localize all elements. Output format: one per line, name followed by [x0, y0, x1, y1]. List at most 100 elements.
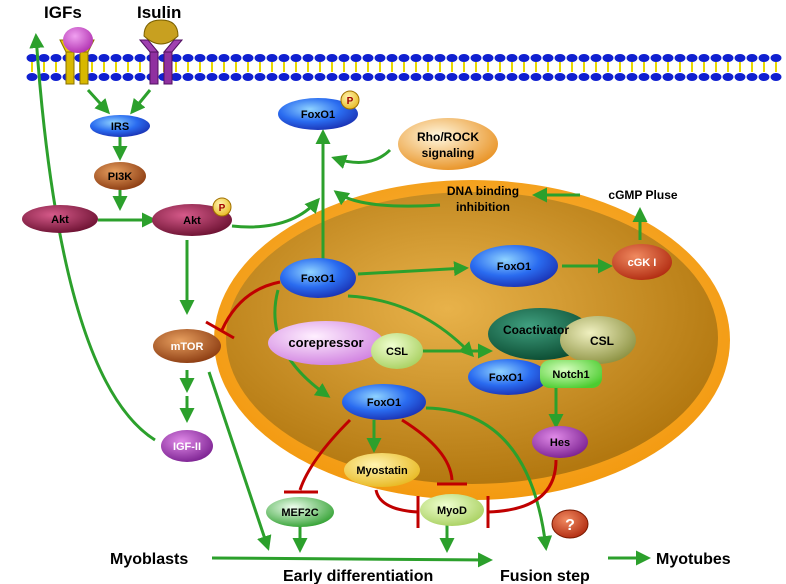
lipid-head-inner	[686, 73, 698, 81]
phospho-badge	[212, 197, 232, 217]
lipid-head-outer	[758, 54, 770, 62]
hes-node	[532, 426, 588, 458]
lipid-head-inner	[302, 73, 314, 81]
lipid-head-inner	[338, 73, 350, 81]
igf-receptor	[59, 27, 95, 85]
lipid-head-outer	[266, 54, 278, 62]
lipid-head-outer	[410, 54, 422, 62]
myotubes-label: Myotubes	[656, 551, 731, 568]
foxo1-complex-label: FoxO1	[489, 372, 523, 384]
lipid-head-outer	[398, 54, 410, 62]
lipid-head-inner	[518, 73, 530, 81]
lipid-head-inner	[134, 73, 146, 81]
insulin-receptor	[138, 19, 184, 85]
lipid-head-outer	[374, 54, 386, 62]
lipid-head-inner	[218, 73, 230, 81]
lipid-head-outer	[110, 54, 122, 62]
lipid-head-inner	[230, 73, 242, 81]
lipid-head-inner	[542, 73, 554, 81]
lipid-head-outer	[170, 54, 182, 62]
lipid-head-outer	[590, 54, 602, 62]
lipid-head-inner	[350, 73, 362, 81]
lipid-head-inner	[578, 73, 590, 81]
lipid-head-inner	[170, 73, 182, 81]
dna-binding-label-1: DNA binding	[447, 184, 519, 198]
pi3k-node	[94, 162, 146, 190]
lipid-head-outer	[278, 54, 290, 62]
lipid-head-inner	[122, 73, 134, 81]
notch1-node	[540, 360, 602, 388]
lipid-head-inner	[86, 73, 98, 81]
mef2c-node	[266, 497, 334, 527]
igf-ligand	[63, 27, 93, 53]
lipid-head-outer	[386, 54, 398, 62]
lipid-head-outer	[458, 54, 470, 62]
akt-label: Akt	[51, 214, 69, 226]
lipid-head-outer	[182, 54, 194, 62]
activation-arrows	[29, 33, 651, 568]
lipid-head-outer	[254, 54, 266, 62]
myostatin-node	[344, 453, 420, 487]
lipid-head-inner	[458, 73, 470, 81]
foxo1-right-label: FoxO1	[497, 261, 531, 273]
cgk-label: cGK I	[628, 257, 657, 269]
lipid-head-inner	[734, 73, 746, 81]
foxo1-phospho-label: FoxO1	[301, 109, 335, 121]
akt-phospho-mark: P	[219, 203, 226, 214]
lipid-head-outer	[350, 54, 362, 62]
lipid-head-inner	[506, 73, 518, 81]
irs-node	[90, 115, 150, 137]
lipid-head-inner	[674, 73, 686, 81]
lipid-head-inner	[530, 73, 542, 81]
lipid-head-outer	[542, 54, 554, 62]
lipid-head-inner	[290, 73, 302, 81]
foxo1-center-label: FoxO1	[301, 273, 335, 285]
lipid-head-outer	[50, 54, 62, 62]
corepressor-label: corepressor	[288, 335, 363, 350]
phospho-badge-2	[340, 90, 360, 110]
akt-phospho-node	[152, 197, 232, 236]
lipid-head-outer	[686, 54, 698, 62]
lipid-head-outer	[206, 54, 218, 62]
dna-binding-label-2: inhibition	[456, 200, 510, 214]
lipid-head-inner	[662, 73, 674, 81]
akt-phospho-label: Akt	[183, 215, 201, 227]
lipid-head-outer	[434, 54, 446, 62]
lipid-head-outer	[338, 54, 350, 62]
mef2c-label: MEF2C	[281, 507, 318, 519]
lipid-head-outer	[638, 54, 650, 62]
lipid-head-outer	[506, 54, 518, 62]
lipid-head-outer	[566, 54, 578, 62]
lipid-head-inner	[278, 73, 290, 81]
lipid-head-outer	[230, 54, 242, 62]
lipid-head-outer	[602, 54, 614, 62]
lipid-head-inner	[422, 73, 434, 81]
mtor-label: mTOR	[171, 341, 204, 353]
lipid-head-outer	[674, 54, 686, 62]
lipid-head-inner	[722, 73, 734, 81]
lipid-head-inner	[602, 73, 614, 81]
cgk-node	[612, 244, 672, 280]
lipid-head-inner	[326, 73, 338, 81]
lipid-head-outer	[290, 54, 302, 62]
lipid-head-inner	[38, 73, 50, 81]
lipid-head-outer	[470, 54, 482, 62]
csl-complex-label: CSL	[590, 334, 614, 348]
lipid-head-inner	[362, 73, 374, 81]
lipid-head-outer	[722, 54, 734, 62]
fusion-step-label: Fusion step	[500, 568, 590, 584]
lipid-head-inner	[590, 73, 602, 81]
lipid-head-inner	[410, 73, 422, 81]
lipid-head-inner	[482, 73, 494, 81]
lipid-head-outer	[734, 54, 746, 62]
lipid-head-outer	[122, 54, 134, 62]
inhibition-lines	[205, 280, 558, 528]
csl-node	[371, 333, 423, 369]
lipid-head-inner	[182, 73, 194, 81]
pi3k-label: PI3K	[108, 171, 133, 183]
akt-node	[22, 205, 98, 233]
notch1-label: Notch1	[552, 369, 589, 381]
csl-label: CSL	[386, 346, 408, 358]
